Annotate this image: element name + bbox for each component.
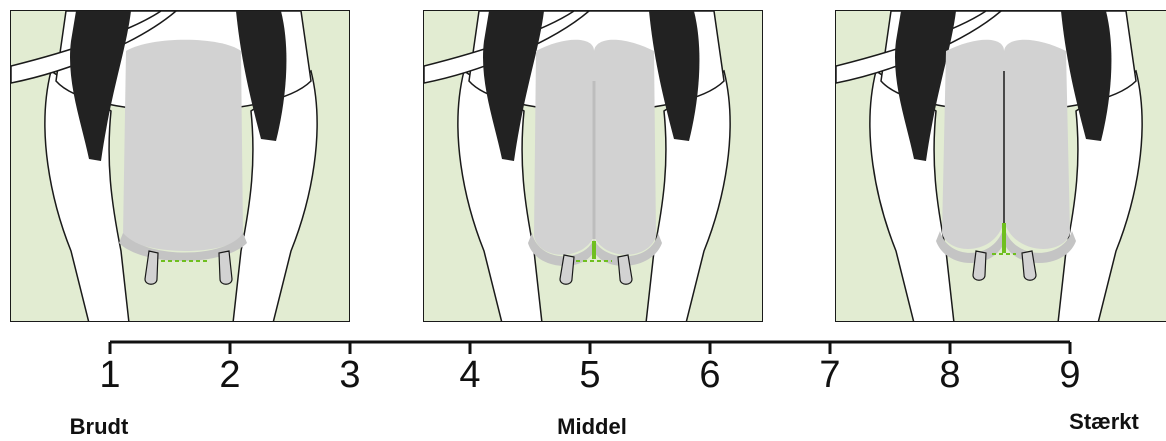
scale-tick-label-3: 3 bbox=[339, 356, 360, 394]
udder-panel-brudt bbox=[10, 10, 350, 322]
label-staerkt: Stærkt bbox=[1069, 411, 1139, 433]
scale-tick-label-8: 8 bbox=[939, 356, 960, 394]
scale-tick-label-9: 9 bbox=[1059, 356, 1080, 394]
cow-rear-illustration bbox=[424, 11, 763, 322]
scale-tick-label-4: 4 bbox=[459, 356, 480, 394]
scale-tick-marks bbox=[110, 342, 1070, 354]
cow-rear-illustration bbox=[836, 11, 1166, 322]
scale-tick-label-2: 2 bbox=[219, 356, 240, 394]
label-brudt: Brudt bbox=[70, 416, 129, 438]
label-middel: Middel bbox=[557, 416, 627, 438]
scale-tick-label-1: 1 bbox=[99, 356, 120, 394]
scale-tick-label-6: 6 bbox=[699, 356, 720, 394]
udder-panel-staerkt bbox=[835, 10, 1166, 322]
udder-panel-middel bbox=[423, 10, 763, 322]
scale-tick-label-5: 5 bbox=[579, 356, 600, 394]
cow-rear-illustration bbox=[11, 11, 350, 322]
scale-tick-label-7: 7 bbox=[819, 356, 840, 394]
